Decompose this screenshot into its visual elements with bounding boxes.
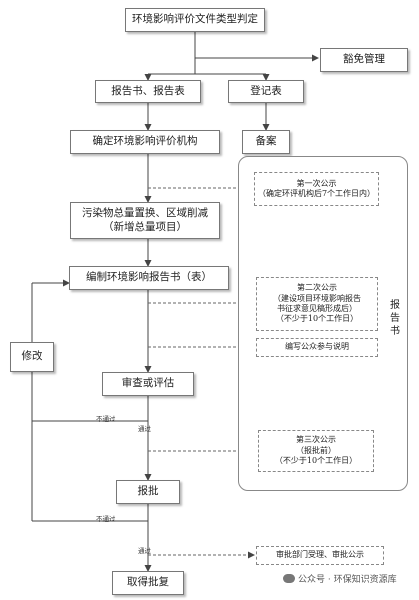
watermark: 公众号 · 环保知识资源库 bbox=[283, 572, 397, 585]
public-participation-label: 编写公众参与说明 bbox=[285, 342, 349, 352]
review-box: 审查或评估 bbox=[102, 372, 194, 396]
third-publicity-line-2: （不少于10个工作日） bbox=[274, 456, 358, 466]
pass-label-2: 通过 bbox=[138, 547, 151, 555]
second-publicity-line-1: （建设项目环境影响报告 bbox=[273, 293, 361, 303]
exempt-management-box: 豁免管理 bbox=[320, 48, 408, 72]
first-publicity-detail: （确定环评机构后7个工作日内） bbox=[257, 189, 376, 198]
approval-notice-box: 审批部门受理、审批公示 bbox=[256, 546, 384, 565]
public-participation-box: 编写公众参与说明 bbox=[256, 338, 378, 357]
fail-label-1: 不通过 bbox=[96, 415, 116, 423]
pass-label-1: 通过 bbox=[138, 425, 151, 433]
compile-report-box: 编制环境影响报告书（表） bbox=[69, 266, 229, 290]
second-publicity-box: 第二次公示 （建设项目环境影响报告 书征求意见稿形成后） （不少于10个工作日） bbox=[256, 277, 378, 331]
approval-notice-label: 审批部门受理、审批公示 bbox=[276, 550, 364, 560]
pollutant-line-1: 污染物总量置换、区域削减 bbox=[82, 207, 208, 220]
third-publicity-box: 第三次公示 （报批前） （不少于10个工作日） bbox=[258, 430, 374, 472]
pollutant-line-2: （新增总量项目） bbox=[103, 220, 187, 233]
filing-box: 备案 bbox=[242, 130, 290, 154]
report-panel-label: 报告书 bbox=[390, 300, 400, 337]
first-publicity-title: 第一次公示 bbox=[296, 178, 337, 188]
registration-form-box: 登记表 bbox=[228, 80, 304, 103]
approval-box: 报批 bbox=[116, 480, 180, 504]
fail-label-2: 不通过 bbox=[96, 515, 116, 523]
obtain-approval-box: 取得批复 bbox=[112, 571, 184, 595]
second-publicity-line-3: （不少于10个工作日） bbox=[275, 314, 359, 324]
first-publicity-box: 第一次公示 （确定环评机构后7个工作日内） bbox=[254, 172, 379, 206]
second-publicity-line-2: 书征求意见稿形成后） bbox=[277, 304, 357, 313]
determine-agency-box: 确定环境影响评价机构 bbox=[70, 130, 220, 154]
type-determination-box: 环境影响评价文件类型判定 bbox=[125, 8, 265, 32]
second-publicity-title: 第二次公示 bbox=[297, 283, 337, 293]
pollutant-box: 污染物总量置换、区域削减 （新增总量项目） bbox=[70, 202, 220, 239]
wechat-icon bbox=[283, 574, 295, 583]
revise-box: 修改 bbox=[10, 342, 54, 372]
third-publicity-line-1: （报批前） bbox=[296, 445, 336, 455]
report-forms-box: 报告书、报告表 bbox=[95, 80, 201, 103]
third-publicity-title: 第三次公示 bbox=[296, 435, 336, 445]
watermark-text: 公众号 · 环保知识资源库 bbox=[298, 575, 397, 585]
